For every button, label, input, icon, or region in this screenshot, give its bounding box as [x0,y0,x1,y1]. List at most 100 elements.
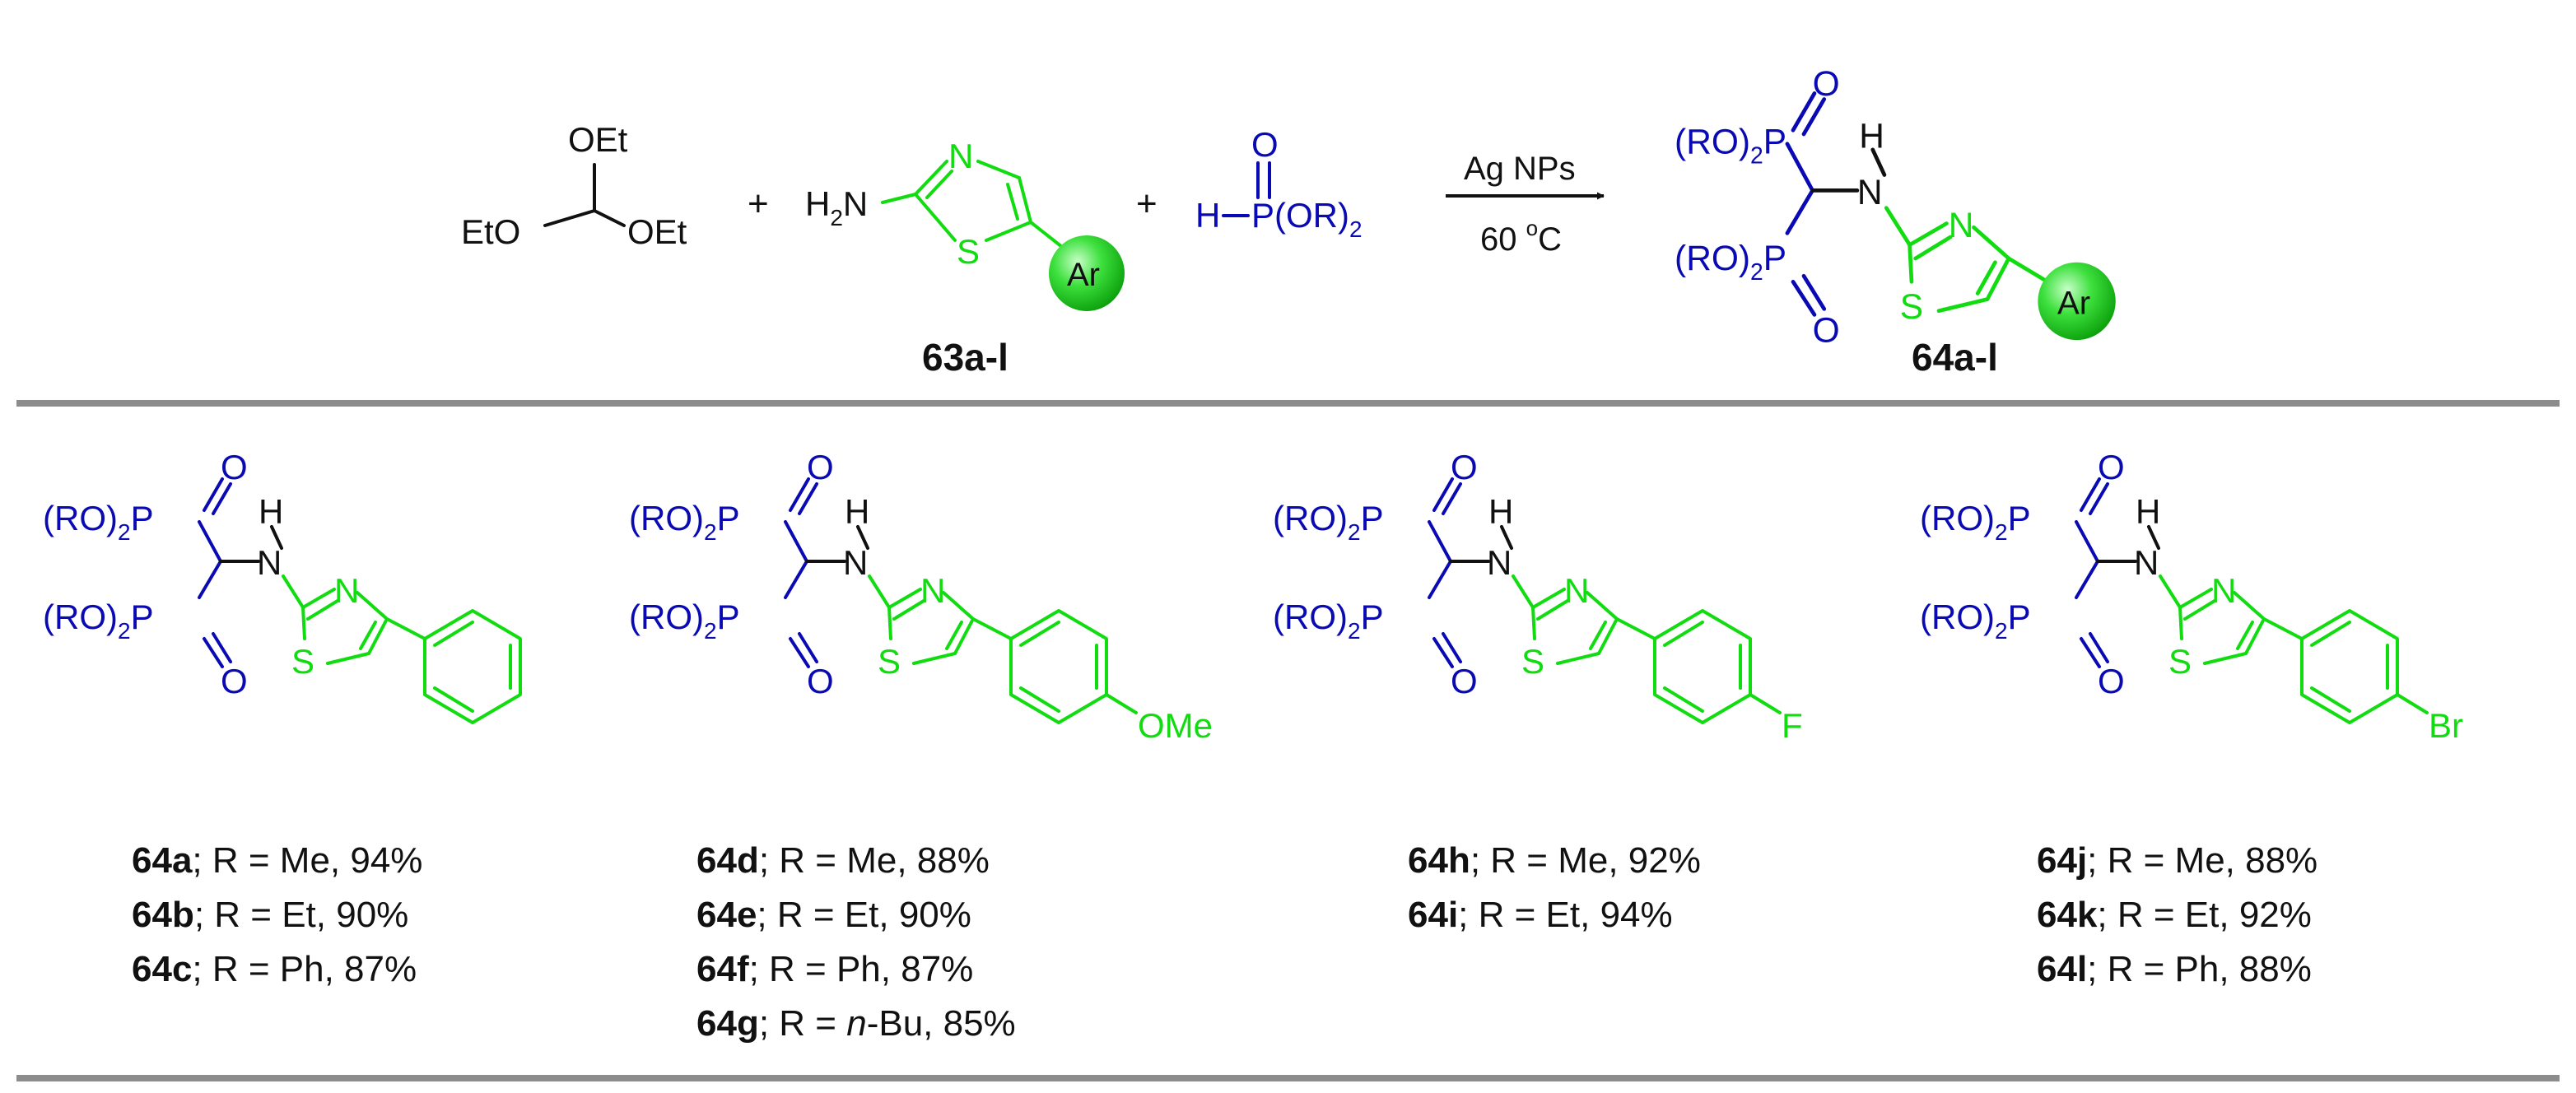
product-labels-column-1: 64a; R = Me, 94% 64b; R = Et, 90% 64c; R… [132,840,422,989]
svg-text:N: N [1564,571,1589,610]
product-structure-bromophenyl: (RO)2P (RO)2P O O N H N S Br [1920,448,2463,745]
product-label-64g: 64g; R = n-Bu, 85% [696,1003,1016,1044]
product-label-64d: 64d; R = Me, 88% [696,840,990,881]
product-structure-fluorophenyl: (RO)2P (RO)2P O O N H N S F [1273,448,1803,745]
svg-text:O: O [807,662,834,700]
svg-text:(RO)2P: (RO)2P [1273,598,1384,644]
product-label-64c: 64c; R = Ph, 87% [132,949,417,989]
product-label-64e: 64e; R = Et, 90% [696,895,971,935]
triethyl-orthoformate: OEt EtO OEt [461,120,687,251]
temperature-label: 60 oC [1480,216,1562,258]
svg-text:O: O [221,662,248,700]
svg-text:S: S [1900,288,1923,327]
product-ar-label: Ar [2057,284,2090,321]
svg-text:N: N [2211,571,2236,610]
svg-text:O: O [1451,662,1478,700]
reactant-label-63: 63a-l [922,336,1009,379]
svg-text:N: N [1949,207,1974,245]
svg-text:(RO)2P: (RO)2P [43,598,154,644]
reaction-arrow: Ag NPs 60 oC [1446,151,1605,258]
svg-text:O: O [1451,448,1478,486]
divider-bottom [16,1075,2560,1081]
svg-text:(RO)2P: (RO)2P [1675,123,1786,170]
phosphite-o: O [1251,125,1279,164]
bisphosphonate-core: (RO)2P (RO)2P O O N H N S [1920,448,2303,700]
eto-left-label: EtO [461,212,520,251]
product-structure-methoxyphenyl: (RO)2P (RO)2P O O N H N S OMe [629,448,1213,745]
svg-text:P(OR)2: P(OR)2 [1251,196,1363,242]
product-general-structure: (RO)2P (RO)2P O O N H N S Ar [1675,65,2116,350]
svg-text:H: H [1488,492,1513,531]
svg-text:H2N: H2N [805,184,868,230]
svg-text:O: O [807,448,834,486]
substituent-ome: OMe [1138,706,1213,745]
svg-text:N: N [843,543,868,582]
product-labels-column-2: 64d; R = Me, 88% 64e; R = Et, 90% 64f; R… [696,840,1016,1044]
svg-text:(RO)2P: (RO)2P [629,598,740,644]
divider-top [16,400,2560,407]
product-label-64f: 64f; R = Ph, 87% [696,949,973,989]
oet-right-label: OEt [627,212,687,251]
bisphosphonate-core: (RO)2P (RO)2P O O N H N S [629,448,1013,700]
reactant-ring-s: S [957,232,980,271]
aminothiazole-reactant: H2N N S Ar [805,137,1125,311]
svg-text:H: H [845,492,869,531]
phosphite-h: H [1195,196,1220,235]
amine-h-label: H [805,184,830,223]
svg-text:(RO)2P: (RO)2P [43,499,154,545]
oet-top-label: OEt [568,120,628,159]
svg-text:H: H [2136,492,2160,531]
methoxyphenyl-ring: OMe [1009,609,1213,745]
plus-sign-1: + [748,184,769,224]
bisphosphonate-core: (RO)2P (RO)2P O O N H N S [1675,65,2050,350]
bromophenyl-ring: Br [2300,609,2463,745]
svg-text:N: N [1857,174,1883,212]
svg-text:O: O [2098,448,2125,486]
product-aryl-sphere-icon [2038,262,2116,341]
catalyst-label: Ag NPs [1464,151,1576,187]
svg-text:O: O [1813,65,1840,104]
product-label-64a: 64a; R = Me, 94% [132,840,422,881]
svg-text:O: O [2098,662,2125,700]
product-label-64h: 64h; R = Me, 92% [1408,840,1701,881]
product-label-64k: 64k; R = Et, 92% [2037,895,2312,935]
svg-text:(RO)2P: (RO)2P [1273,499,1384,545]
product-labels-column-3: 64h; R = Me, 92% 64i; R = Et, 94% [1408,840,1701,935]
phenyl-ring [423,609,522,724]
svg-text:(RO)2P: (RO)2P [1675,240,1786,286]
bisphosphonate-core: (RO)2P (RO)2P O O N H N S [1273,448,1656,700]
svg-text:N: N [2134,543,2159,582]
bisphosphonate-core: (RO)2P (RO)2P O O N H N S [43,448,426,700]
substituent-br: Br [2429,706,2463,745]
product-labels-column-4: 64j; R = Me, 88% 64k; R = Et, 92% 64l; R… [2037,840,2317,989]
svg-text:S: S [1521,642,1544,681]
fluorophenyl-ring: F [1653,609,1803,745]
amine-subscript: 2 [830,205,843,230]
product-label-64: 64a-l [1912,336,1998,379]
svg-text:N: N [920,571,945,610]
phosphite-p-group: P(OR) [1251,196,1349,235]
svg-text:N: N [257,543,282,582]
product-structure-phenyl: (RO)2P (RO)2P O O N H N S [43,448,522,724]
product-label-64j: 64j; R = Me, 88% [2037,840,2317,881]
svg-text:H: H [1859,117,1884,156]
amine-n-label: N [843,184,868,223]
svg-text:(RO)2P: (RO)2P [1920,499,2031,545]
aryl-sphere-icon [1049,235,1125,311]
phosphite-subscript: 2 [1349,216,1363,242]
product-label-64l: 64l; R = Ph, 88% [2037,949,2312,989]
svg-text:O: O [221,448,248,486]
reactant-ar-label: Ar [1067,257,1100,293]
svg-text:S: S [878,642,901,681]
svg-text:(RO)2P: (RO)2P [629,499,740,545]
dialkyl-phosphite: H O P(OR)2 [1195,125,1363,242]
substituent-f: F [1782,706,1803,745]
svg-text:S: S [291,642,314,681]
svg-text:(RO)2P: (RO)2P [1920,598,2031,644]
svg-text:O: O [1813,311,1840,350]
svg-text:N: N [1487,543,1512,582]
svg-text:S: S [2168,642,2192,681]
product-label-64b: 64b; R = Et, 90% [132,895,408,935]
reactant-ring-n: N [948,137,973,175]
